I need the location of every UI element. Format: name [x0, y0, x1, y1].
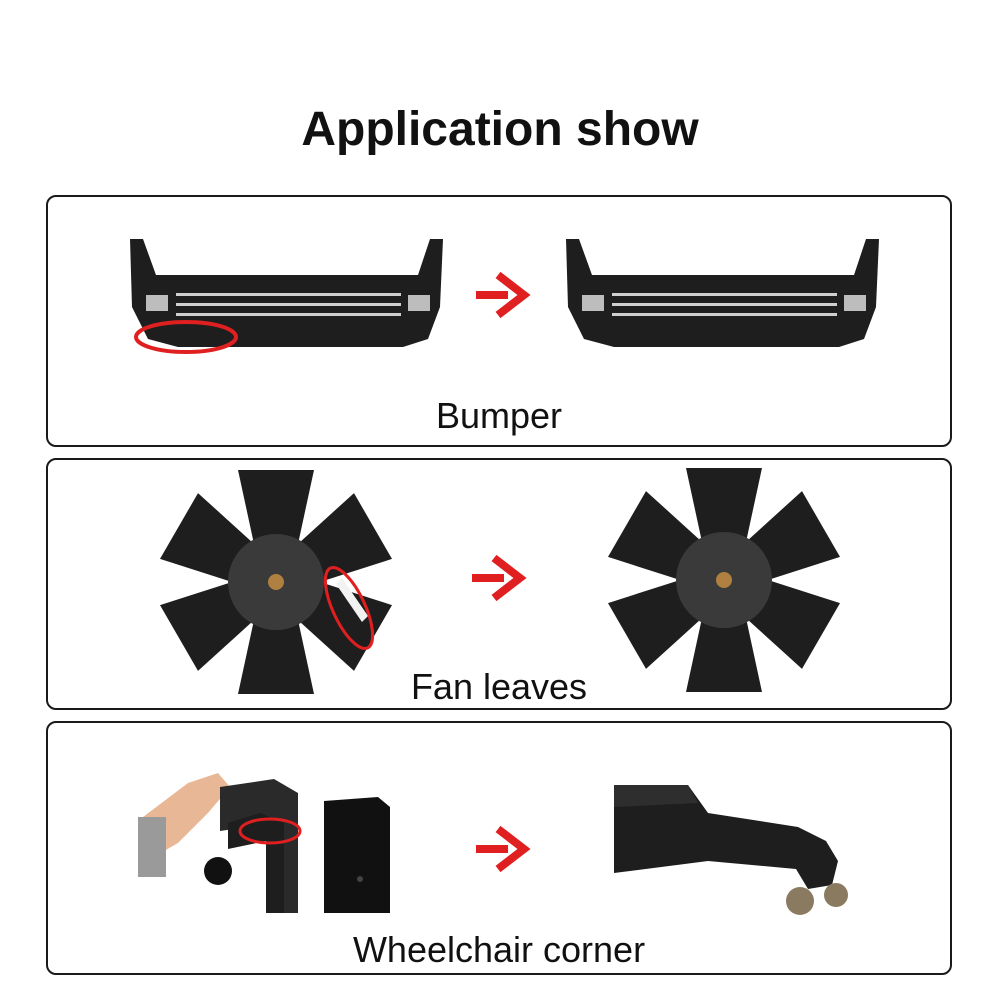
bumper-after-image — [566, 239, 879, 347]
fan-after-image — [608, 468, 840, 692]
panel-caption-fan-leaves: Fan leaves — [410, 666, 588, 707]
panel-bumper: Bumper — [46, 195, 952, 447]
damage-circle-icon — [323, 566, 375, 650]
panel-fan-leaves: Fan leaves — [46, 458, 952, 710]
right-arrow-icon — [472, 554, 527, 602]
wheelchair-illustration — [138, 773, 848, 915]
bumper-illustration — [130, 239, 879, 354]
damage-circle-icon — [238, 817, 302, 845]
fan-illustration — [160, 468, 840, 694]
panel-caption-bumper: Bumper — [435, 395, 563, 436]
fan-before-image — [160, 470, 392, 694]
bumper-before-image — [130, 239, 443, 354]
right-arrow-icon — [476, 271, 531, 319]
page-title: Application show — [301, 103, 699, 156]
wheelchair-before-image — [138, 773, 390, 913]
right-arrow-icon — [476, 825, 531, 873]
damage-circle-icon — [134, 320, 238, 354]
panel-wheelchair-corner: Wheelchair corner — [46, 721, 952, 975]
panel-caption-wheelchair-corner: Wheelchair corner — [352, 929, 646, 970]
wheelchair-after-image — [614, 785, 848, 915]
